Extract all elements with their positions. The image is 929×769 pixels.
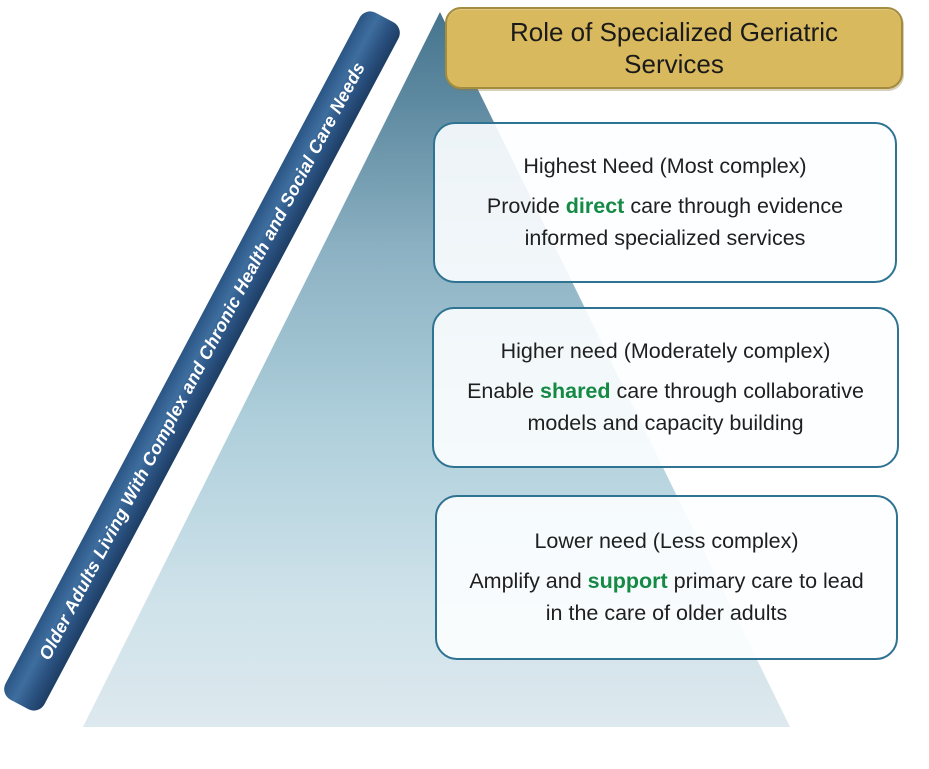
title-box: Role of Specialized Geriatric Services — [445, 7, 903, 89]
level-body-highlight: shared — [540, 379, 611, 404]
level-body-text: primary care to lead in the care of olde… — [545, 569, 864, 625]
level-card-highest-need: Highest Need (Most complex) Provide dire… — [433, 122, 897, 283]
level-heading: Highest Need (Most complex) — [523, 154, 807, 179]
level-body-text: Provide — [486, 194, 566, 219]
level-body: Enable shared care through collaborative… — [456, 376, 875, 438]
diagram-title: Role of Specialized Geriatric Services — [509, 16, 839, 80]
level-heading: Lower need (Less complex) — [534, 529, 799, 554]
level-card-higher-need: Higher need (Moderately complex) Enable … — [432, 307, 899, 468]
level-body-highlight: direct — [565, 194, 625, 219]
level-body-text: Enable — [467, 379, 541, 404]
level-card-lower-need: Lower need (Less complex) Amplify and su… — [435, 495, 898, 660]
level-body: Amplify and support primary care to lead… — [459, 566, 874, 628]
level-body-text: Amplify and — [469, 569, 588, 594]
level-body: Provide direct care through evidence inf… — [457, 191, 873, 253]
level-heading: Higher need (Moderately complex) — [500, 339, 831, 364]
level-body-highlight: support — [587, 569, 668, 594]
level-body-text: care through evidence informed specializ… — [524, 194, 844, 250]
level-body-text: care through collaborative models and ca… — [527, 379, 864, 435]
